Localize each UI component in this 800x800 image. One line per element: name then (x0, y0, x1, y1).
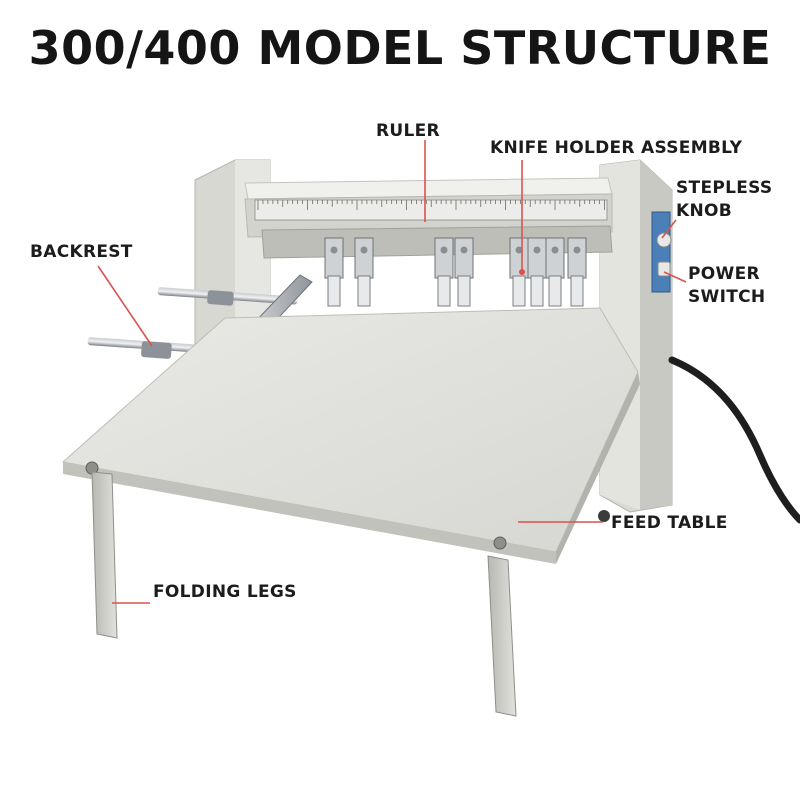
knife-holder (454, 237, 474, 307)
leader-line (663, 271, 687, 283)
knife-holder (354, 237, 374, 307)
stepless-knob-icon (656, 232, 672, 248)
leader-line (661, 219, 677, 239)
label-power-switch-line1: POWER (688, 264, 760, 284)
label-ruler: RULER (376, 121, 440, 141)
folding-legs (91, 471, 610, 717)
leader-line (97, 265, 153, 347)
power-cable (668, 356, 800, 524)
knife-holder-assembly (324, 237, 587, 307)
page-title: 300/400 MODEL STRUCTURE (28, 21, 772, 75)
knife-holder (434, 237, 454, 307)
leader-lines (97, 140, 687, 604)
label-knife-holder-assembly: KNIFE HOLDER ASSEMBLY (490, 138, 743, 158)
knife-holder (545, 237, 565, 307)
label-stepless-knob-line2: KNOB (676, 201, 733, 221)
leader-dot (519, 269, 525, 275)
knife-holder (567, 237, 587, 307)
label-backrest: BACKREST (30, 242, 133, 262)
knife-holder (324, 237, 344, 307)
knife-holder (509, 237, 529, 307)
label-feed-table: FEED TABLE (611, 513, 728, 533)
knife-holder (527, 237, 547, 307)
label-stepless-knob-line1: STEPLESS (676, 178, 773, 198)
ruler-scale (254, 199, 608, 221)
feed-table (61, 307, 640, 564)
label-folding-legs: FOLDING LEGS (153, 582, 297, 602)
ruler-ticks (257, 200, 605, 210)
label-power-switch-line2: SWITCH (688, 287, 766, 307)
control-panel (651, 211, 672, 293)
